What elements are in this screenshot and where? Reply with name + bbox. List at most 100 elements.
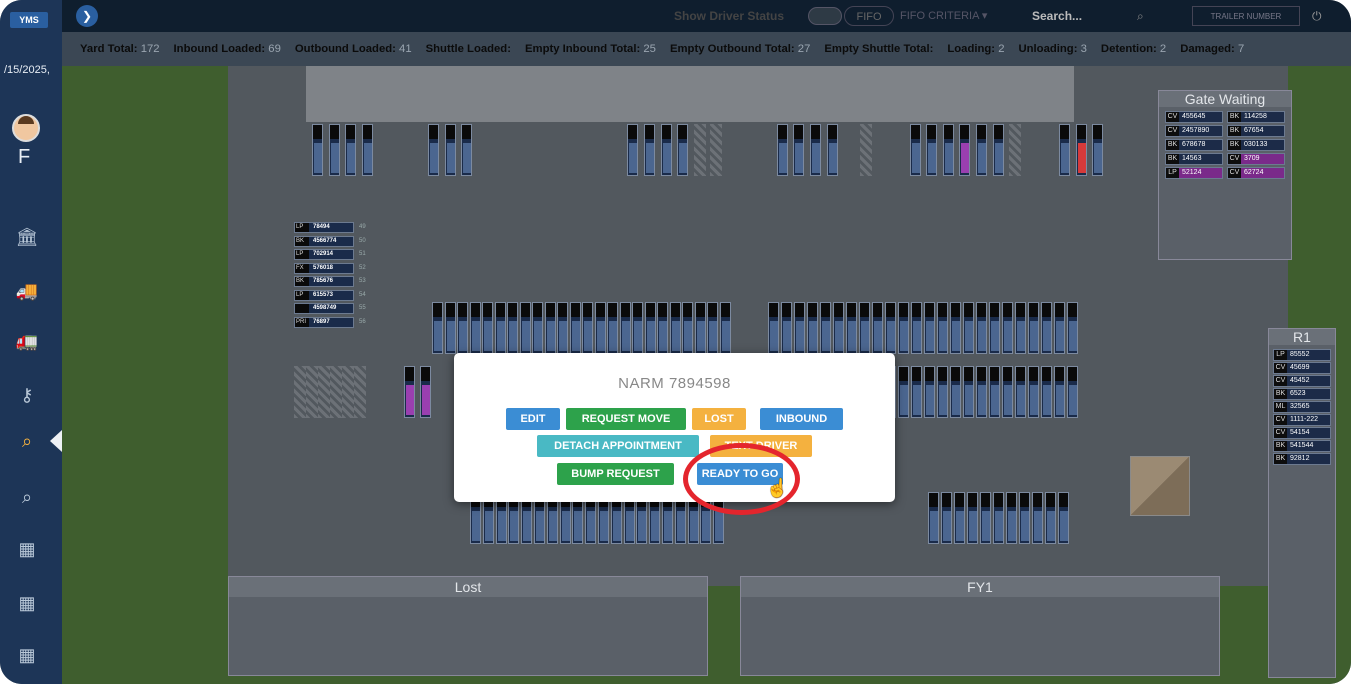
dock-trailer[interactable] [461, 124, 473, 176]
dock-trailer[interactable] [885, 302, 896, 354]
dock-trailer[interactable] [582, 302, 593, 354]
search-icon[interactable]: ⌕ [21, 487, 33, 507]
dock-trailer[interactable] [404, 366, 415, 418]
dock-trailer[interactable] [594, 302, 606, 354]
dock-trailer[interactable] [794, 302, 805, 354]
dock-trailer[interactable] [677, 124, 689, 176]
user-avatar[interactable] [12, 114, 40, 142]
bump-request-button[interactable]: BUMP REQUEST [557, 463, 674, 485]
dock-trailer[interactable] [361, 124, 373, 176]
edit-button[interactable]: EDIT [506, 408, 560, 430]
search-active-icon[interactable]: ⌕ [21, 431, 33, 451]
dock-trailer[interactable] [1002, 366, 1013, 418]
dock-trailer[interactable] [632, 302, 643, 354]
dock-trailer[interactable] [644, 124, 655, 176]
dock-trailer[interactable] [826, 124, 838, 176]
dock-trailer[interactable] [682, 302, 693, 354]
dock-trailer[interactable] [992, 124, 1004, 176]
dock-trailer[interactable] [1075, 124, 1087, 176]
dock-trailer[interactable] [924, 366, 935, 418]
dock-trailer[interactable] [807, 302, 818, 354]
dock-trailer[interactable] [833, 302, 844, 354]
dock-trailer[interactable] [989, 302, 1000, 354]
trailer-number-input[interactable]: TRAILER NUMBER [1192, 6, 1300, 26]
dock-trailer[interactable] [644, 302, 656, 354]
dock-trailer[interactable] [963, 302, 974, 354]
dock-trailer[interactable] [694, 302, 706, 354]
search-input[interactable]: Search... [1032, 9, 1083, 23]
dock-trailer[interactable] [846, 302, 857, 354]
dock-trailer[interactable] [989, 366, 1000, 418]
dock-trailer[interactable] [1032, 492, 1043, 544]
dock-trailer[interactable] [980, 492, 991, 544]
dock-trailer[interactable] [954, 492, 965, 544]
bank-icon[interactable]: 🏛 [15, 227, 39, 247]
dock-trailer[interactable] [345, 124, 357, 176]
dock-trailer[interactable] [544, 302, 556, 354]
dock-trailer[interactable] [707, 302, 718, 354]
dock-trailer[interactable] [950, 302, 961, 354]
truck-icon[interactable]: 🚚 [15, 281, 39, 301]
dock-trailer[interactable] [1058, 492, 1069, 544]
dock-trailer[interactable] [669, 302, 681, 354]
dock-trailer[interactable] [312, 124, 323, 176]
dock-trailer[interactable] [457, 302, 468, 354]
dock-trailer[interactable] [1045, 492, 1056, 544]
dock-trailer[interactable] [898, 302, 909, 354]
dock-trailer[interactable] [1015, 302, 1026, 354]
trailer-icon[interactable]: 🚛 [15, 331, 39, 351]
driver-status-toggle[interactable] [808, 7, 842, 25]
dock-trailer[interactable] [768, 302, 779, 354]
dock-trailer[interactable] [557, 302, 568, 354]
dock-trailer[interactable] [950, 366, 961, 418]
dock-trailer[interactable] [519, 302, 531, 354]
dock-trailer[interactable] [328, 124, 340, 176]
dock-trailer[interactable] [569, 302, 581, 354]
search-icon[interactable]: ⌕ [1137, 9, 1144, 23]
dock-trailer[interactable] [993, 492, 1004, 544]
dock-trailer[interactable] [1006, 492, 1017, 544]
dock-trailer[interactable] [444, 302, 456, 354]
dock-trailer[interactable] [928, 492, 939, 544]
request-move-button[interactable]: REQUEST MOVE [566, 408, 686, 430]
dock-trailer[interactable] [619, 302, 631, 354]
dock-trailer[interactable] [627, 124, 639, 176]
dock-trailer[interactable] [942, 124, 954, 176]
dock-trailer[interactable] [1002, 302, 1013, 354]
dock-trailer[interactable] [937, 302, 948, 354]
dock-trailer[interactable] [959, 124, 971, 176]
dock-trailer[interactable] [507, 302, 518, 354]
dock-trailer[interactable] [719, 302, 731, 354]
dock-trailer[interactable] [657, 302, 668, 354]
dock-trailer[interactable] [428, 124, 440, 176]
fifo-button[interactable]: FIFO [844, 6, 894, 26]
dock-trailer[interactable] [494, 302, 506, 354]
dock-trailer[interactable] [420, 366, 431, 418]
dock-trailer[interactable] [976, 366, 987, 418]
fifo-criteria-select[interactable]: FIFO CRITERIA ▾ [900, 6, 987, 26]
dock-trailer[interactable] [469, 302, 481, 354]
dock-trailer[interactable] [776, 124, 788, 176]
dock-trailer[interactable] [1067, 302, 1078, 354]
calendar-icon[interactable]: ▦ [18, 593, 36, 613]
dock-trailer[interactable] [1028, 302, 1039, 354]
dock-trailer[interactable] [963, 366, 974, 418]
dock-trailer[interactable] [911, 302, 922, 354]
dock-trailer[interactable] [872, 302, 883, 354]
